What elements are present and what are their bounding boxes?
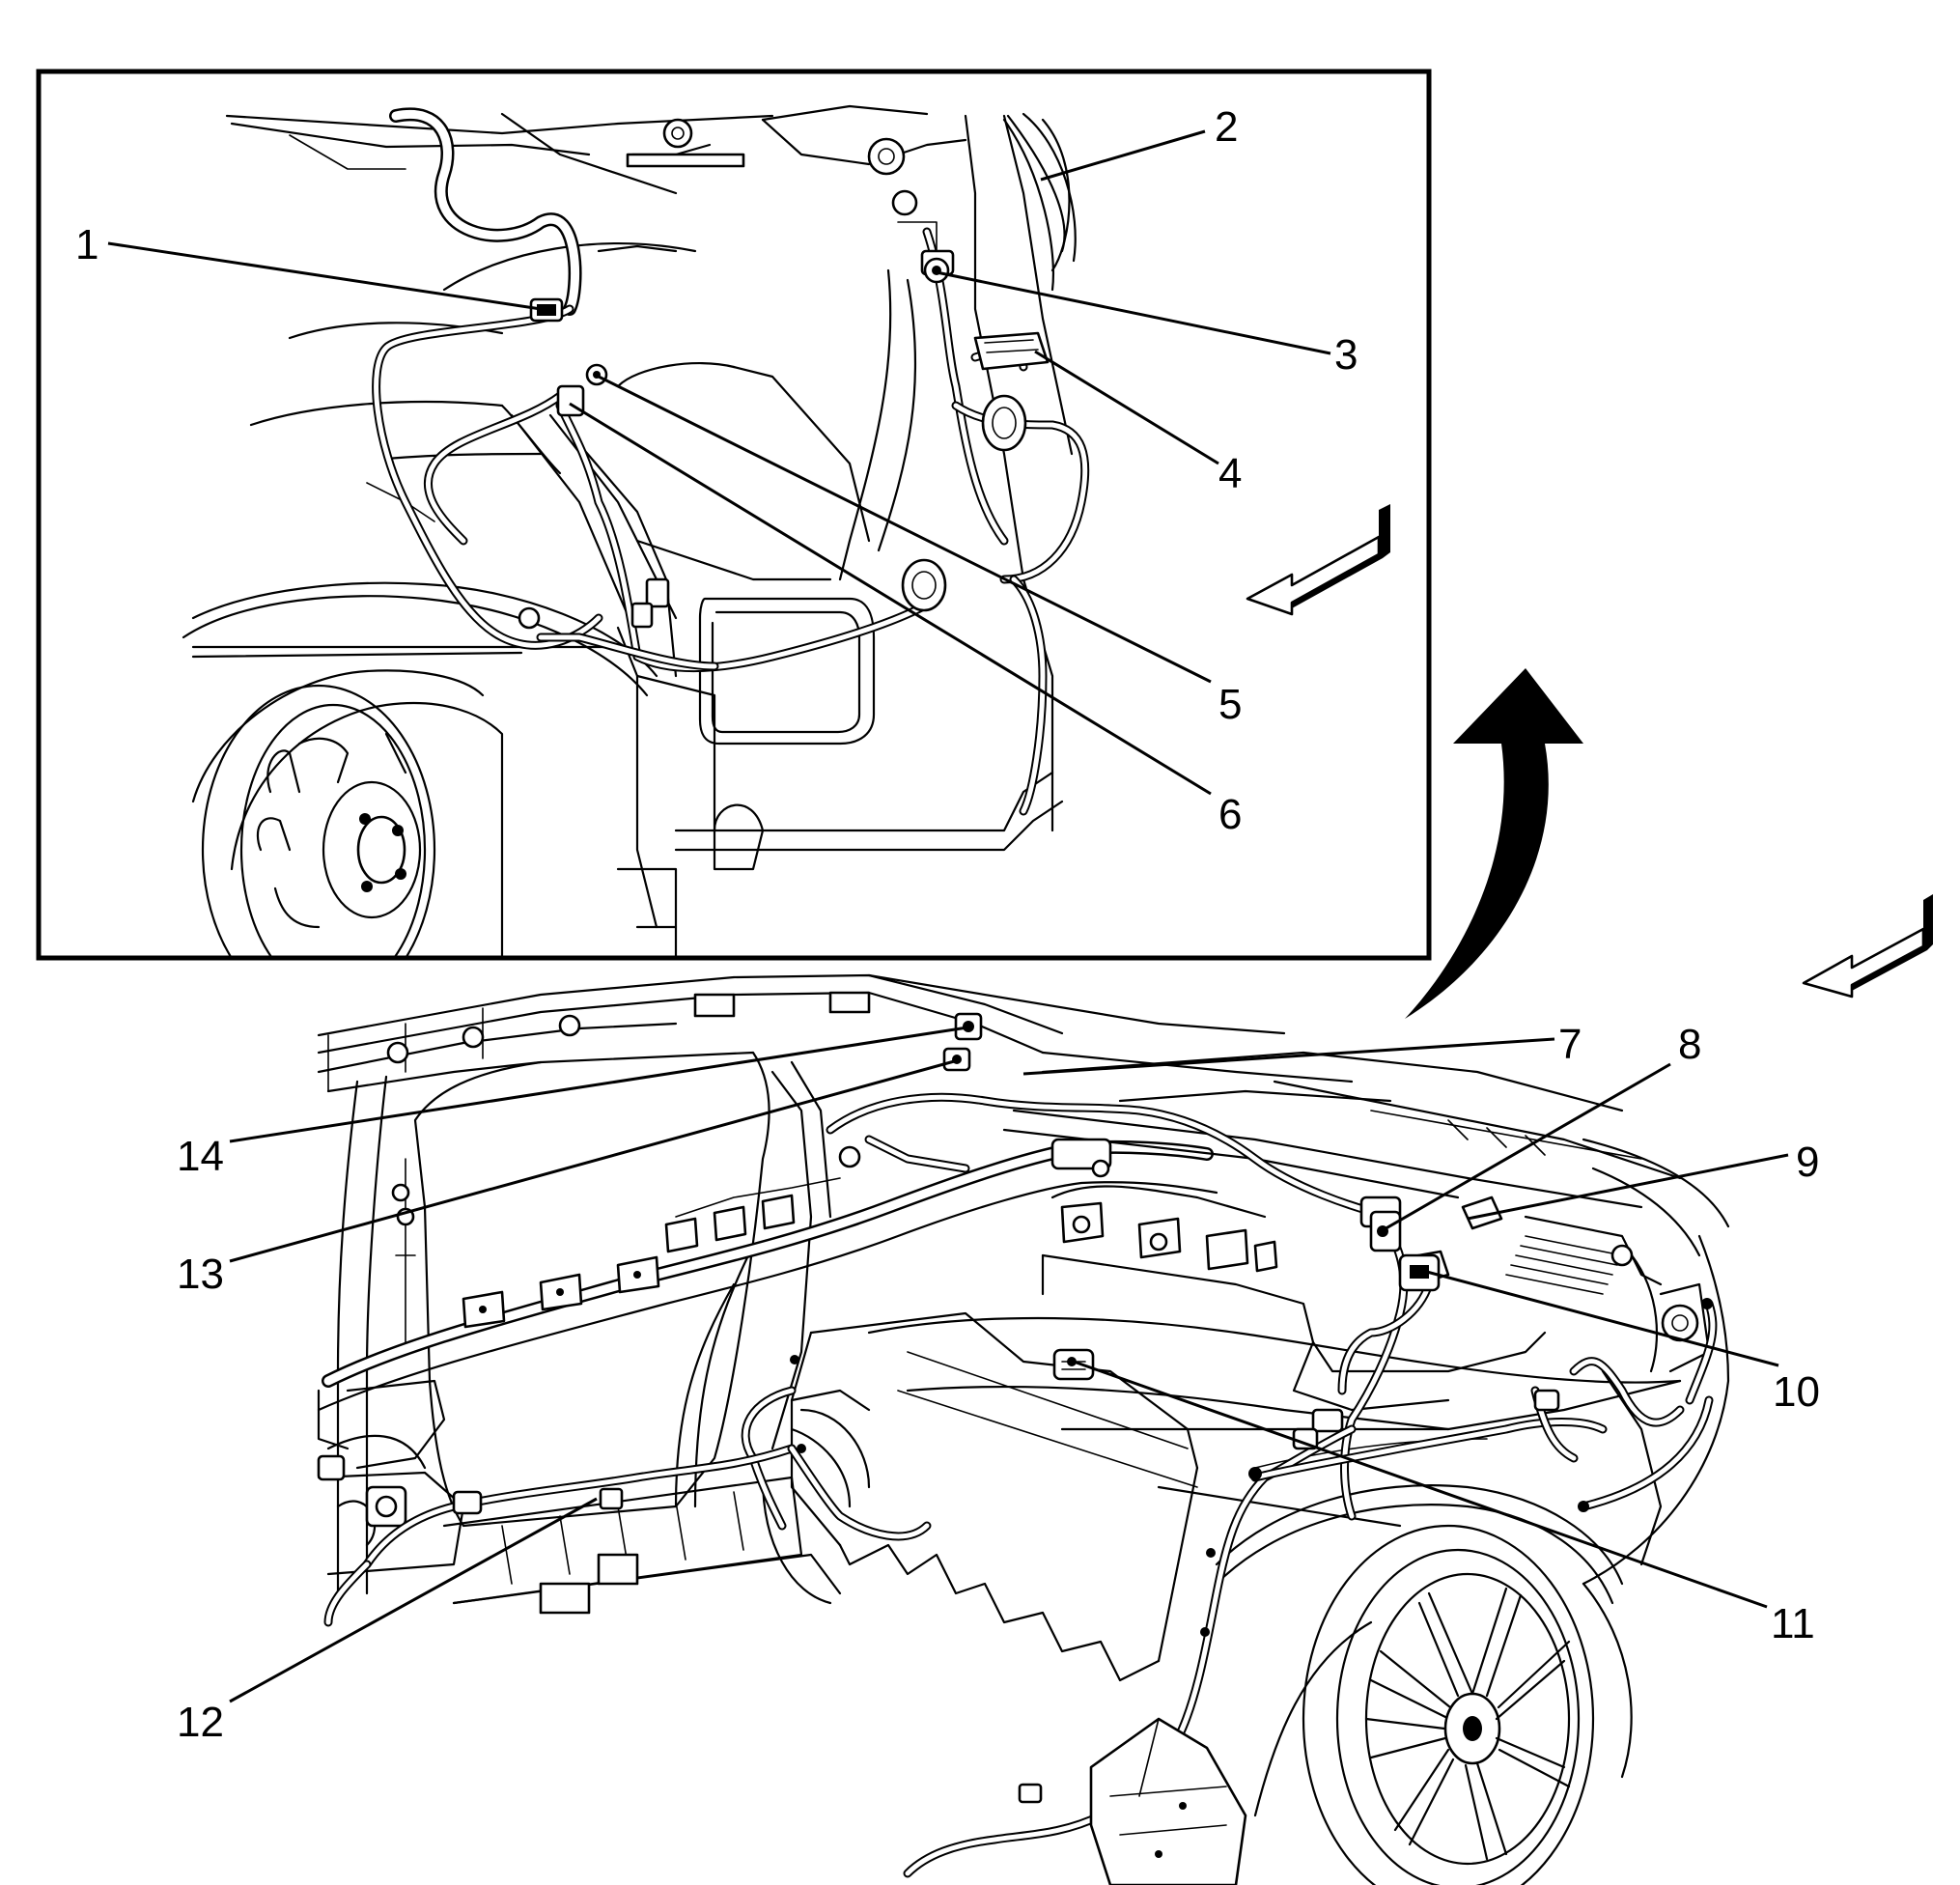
leader-line-10	[1422, 1269, 1779, 1367]
callout-label-13: 13	[177, 1251, 224, 1298]
curved-arrow-icon	[1405, 668, 1583, 1019]
leader-line-6	[569, 402, 1212, 796]
leader-line-2	[1040, 129, 1206, 182]
callout-label-12: 12	[177, 1699, 224, 1746]
callout-label-8: 8	[1678, 1021, 1701, 1068]
direction-arrow-icon	[1802, 894, 1933, 999]
leader-line-3	[936, 270, 1331, 355]
leader-line-12	[229, 1497, 598, 1703]
callout-label-10: 10	[1773, 1368, 1820, 1416]
callout-label-2: 2	[1215, 103, 1238, 151]
callout-label-11: 11	[1771, 1600, 1815, 1647]
inset-detail-view	[36, 69, 1432, 961]
callout-label-7: 7	[1558, 1021, 1582, 1068]
callout-label-9: 9	[1796, 1139, 1819, 1186]
callout-label-3: 3	[1334, 331, 1358, 379]
leader-line-1	[107, 241, 542, 311]
callout-labels: 1 2 3 4 5 6 7 8 9 10 11 12 13 14	[75, 103, 1820, 1746]
leader-line-5	[598, 375, 1212, 684]
callout-label-4: 4	[1218, 450, 1242, 497]
callout-label-6: 6	[1218, 791, 1242, 838]
leader-line-8	[1382, 1062, 1671, 1232]
leader-line-4	[1034, 350, 1219, 465]
leader-line-14	[229, 1026, 968, 1143]
leader-lines	[107, 129, 1789, 1703]
direction-arrow-icon	[1246, 504, 1390, 616]
leader-line-13	[229, 1058, 959, 1263]
leader-line-11	[1073, 1360, 1768, 1609]
callout-label-1: 1	[75, 221, 98, 268]
vehicle-body-drawing	[317, 973, 1730, 1885]
leader-line-9	[1467, 1153, 1789, 1221]
leader-line-7	[1022, 1037, 1555, 1076]
inset-frame	[36, 69, 1432, 961]
callout-label-5: 5	[1218, 681, 1242, 728]
inset-drawing	[182, 104, 1090, 956]
callout-label-14: 14	[177, 1133, 224, 1180]
